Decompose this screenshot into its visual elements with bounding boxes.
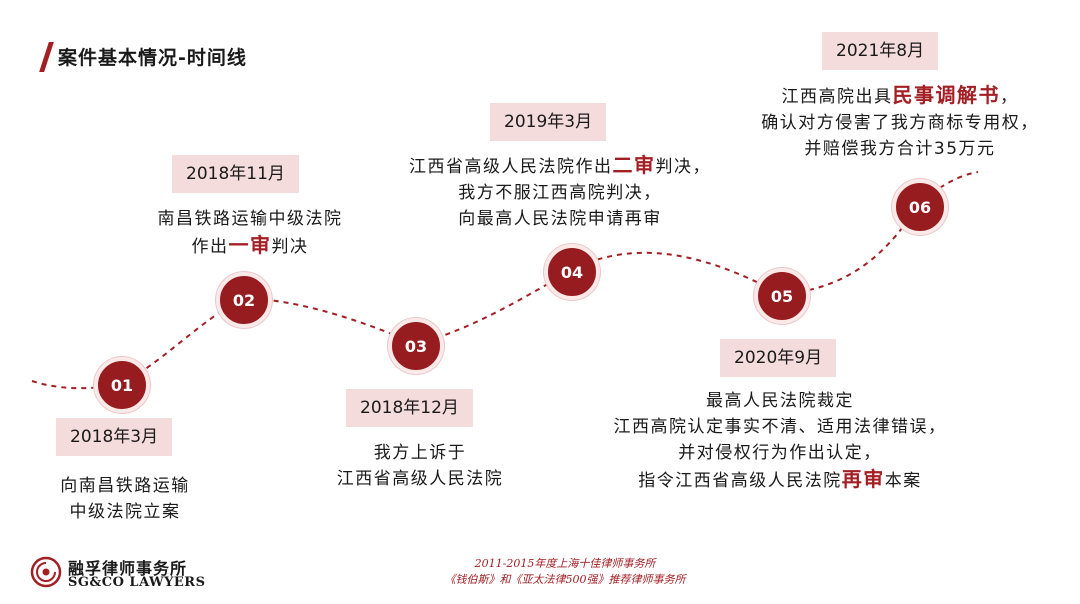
event-description-03: 我方上诉于江西省高级人民法院 — [300, 440, 540, 492]
description-line: 并对侵权行为作出认定， — [580, 440, 980, 466]
description-text: 本案 — [884, 471, 922, 491]
description-text: 江西高院出具 — [781, 87, 893, 107]
event-description-02: 南昌铁路运输中级法院作出一审判决 — [120, 206, 380, 260]
timeline-node-05: 05 — [754, 268, 810, 324]
description-line: 江西高院出具民事调解书， — [720, 82, 1080, 110]
firm-name-cn: 融孚律师事务所 — [68, 559, 188, 578]
event-date-03: 2018年12月 — [346, 389, 473, 427]
description-text: 判决 — [271, 237, 309, 257]
description-text: 江西省高级人民法院作出 — [409, 157, 613, 177]
description-text: 我方上诉于 — [373, 443, 467, 463]
description-text: 向最高人民法院申请再审 — [458, 209, 662, 229]
event-description-01: 向南昌铁路运输中级法院立案 — [30, 473, 220, 525]
event-date-06: 2021年8月 — [822, 32, 939, 70]
timeline-node-02: 02 — [216, 272, 272, 328]
description-text: 中级法院立案 — [69, 502, 181, 522]
description-text: 南昌铁路运输中级法院 — [157, 209, 343, 229]
page-title: 案件基本情况-时间线 — [58, 47, 247, 69]
description-line: 中级法院立案 — [30, 499, 220, 525]
event-date-01: 2018年3月 — [56, 418, 173, 456]
description-line: 江西省高级人民法院作出二审判决， — [370, 152, 750, 180]
description-text: 江西省高级人民法院 — [336, 469, 504, 489]
description-text: 作出 — [191, 237, 229, 257]
description-line: 确认对方侵害了我方商标专用权， — [720, 110, 1080, 136]
description-line: 我方上诉于 — [300, 440, 540, 466]
description-text: 并赔偿我方合计35万元 — [804, 139, 996, 159]
highlight-text: 一审 — [228, 233, 272, 257]
timeline-node-01: 01 — [94, 357, 150, 413]
description-line: 向最高人民法院申请再审 — [370, 206, 750, 232]
event-date-02: 2018年11月 — [172, 155, 299, 193]
firm-name-en: SG&CO LAWYERS — [68, 575, 206, 590]
highlight-text: 民事调解书 — [892, 83, 1000, 107]
event-date-04: 2019年3月 — [490, 103, 607, 141]
event-description-05: 最高人民法院裁定江西高院认定事实不清、适用法律错误， 并对侵权行为作出认定， 指令江… — [580, 388, 980, 494]
description-text: 指令江西省高级人民法院 — [638, 471, 842, 491]
event-description-06: 江西高院出具民事调解书， 确认对方侵害了我方商标专用权， 并赔偿我方合计35万元 — [720, 82, 1080, 162]
firm-logo-icon — [30, 556, 62, 588]
description-text: 我方不服江西高院判决， — [458, 183, 662, 203]
event-description-04: 江西省高级人民法院作出二审判决， 我方不服江西高院判决， 向最高人民法院申请再审 — [370, 152, 750, 232]
event-date-05: 2020年9月 — [720, 339, 837, 377]
description-text: 向南昌铁路运输 — [60, 476, 190, 496]
description-line: 指令江西省高级人民法院再审本案 — [580, 466, 980, 494]
description-line: 江西省高级人民法院 — [300, 466, 540, 492]
description-text: 确认对方侵害了我方商标专用权， — [761, 113, 1039, 133]
footer-line-2: 《钱伯斯》和《亚太法律500强》推荐律师事务所 — [444, 573, 686, 586]
timeline-node-03: 03 — [388, 318, 444, 374]
timeline-node-04: 04 — [544, 244, 600, 300]
footer-line-1: 2011-2015年度上海十佳律师事务所 — [474, 557, 656, 570]
highlight-text: 二审 — [612, 153, 656, 177]
description-line: 我方不服江西高院判决， — [370, 180, 750, 206]
timeline-node-06: 06 — [892, 179, 948, 235]
description-line: 作出一审判决 — [120, 232, 380, 260]
highlight-text: 再审 — [841, 467, 885, 491]
description-text: 并对侵权行为作出认定， — [678, 443, 882, 463]
description-line: 向南昌铁路运输 — [30, 473, 220, 499]
description-text: 判决， — [655, 157, 711, 177]
description-line: 最高人民法院裁定 — [580, 388, 980, 414]
description-text: 江西高院认定事实不清、适用法律错误， — [613, 417, 947, 437]
description-line: 南昌铁路运输中级法院 — [120, 206, 380, 232]
description-line: 江西高院认定事实不清、适用法律错误， — [580, 414, 980, 440]
footer-text: 2011-2015年度上海十佳律师事务所 《钱伯斯》和《亚太法律500强》推荐律… — [400, 556, 730, 588]
description-text: 最高人民法院裁定 — [706, 391, 854, 411]
description-text: ， — [1000, 87, 1019, 107]
description-line: 并赔偿我方合计35万元 — [720, 136, 1080, 162]
